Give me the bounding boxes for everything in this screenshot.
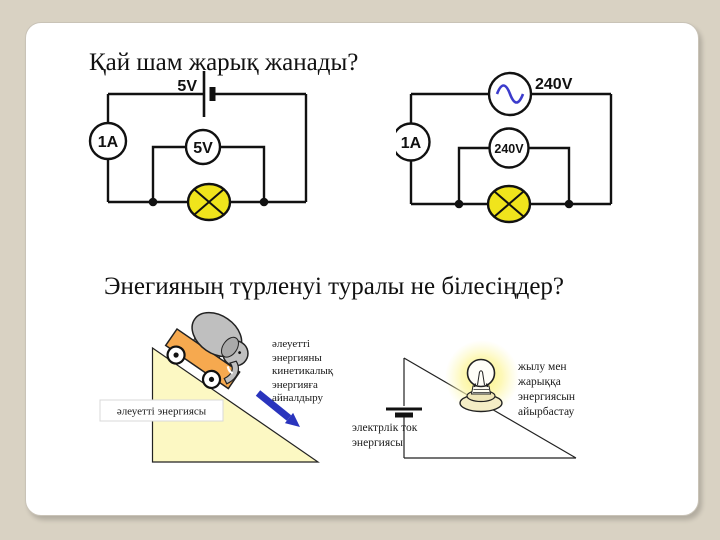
question-text: Энегияның түрленуі туралы не білесіңдер? xyxy=(104,273,565,300)
ammeter-gauge xyxy=(396,122,431,162)
slide-panel: Қай шам жарық жанады? 5V 1A 5V 240V 1A xyxy=(25,22,699,516)
incline-energy-diagram: әлеуетті энергиясы xyxy=(99,311,320,463)
dc-circuit-diagram: 5V 1A 5V xyxy=(88,71,308,222)
annotation-line: энергияны xyxy=(272,351,322,364)
junction-dot xyxy=(564,199,574,209)
battery-icon xyxy=(386,407,422,418)
slide-title: Қай шам жарық жанады? xyxy=(89,49,359,76)
voltmeter-branch-wire xyxy=(457,146,571,200)
elephant-cart-icon xyxy=(164,311,249,390)
heat-light-annotation: жылу мен жарыққа энергиясын айырбастау xyxy=(518,360,598,420)
voltmeter-gauge xyxy=(488,127,530,169)
annotation-line: энергиясы xyxy=(352,437,403,449)
annotation-line: әлеуетті xyxy=(272,338,310,350)
junction-dot xyxy=(259,197,269,207)
voltmeter-label: 240V xyxy=(494,142,524,156)
motion-arrow-icon xyxy=(255,390,300,427)
annotation-line: айырбастау xyxy=(518,406,575,418)
ammeter-gauge xyxy=(88,121,128,161)
annotation-line: электрлік ток xyxy=(352,422,418,434)
battery-voltage-label: 5V xyxy=(177,78,197,95)
annotation-line: жарыққа xyxy=(518,376,561,388)
electric-energy-label: электрлік ток энергиясы xyxy=(352,421,442,451)
lamp-icon xyxy=(486,184,532,224)
ac-source-icon xyxy=(487,71,533,117)
potential-energy-label: әлеуетті энергиясы xyxy=(117,406,207,418)
annotation-line: кинетикалық xyxy=(272,365,334,377)
ac-circuit-diagram: 240V 1A 240V xyxy=(396,71,613,224)
annotation-line: айналдыру xyxy=(272,392,323,404)
lamp-icon xyxy=(186,182,232,222)
potential-energy-label-box: әлеуетті энергиясы xyxy=(99,399,224,422)
annotation-line: энергияға xyxy=(272,378,318,391)
voltmeter-gauge xyxy=(184,128,222,166)
voltmeter-branch-wire xyxy=(151,145,266,199)
junction-dot xyxy=(148,197,158,207)
ammeter-label: 1A xyxy=(98,134,119,151)
sine-wave-icon xyxy=(495,84,525,104)
voltmeter-label: 5V xyxy=(193,140,213,157)
bulb-energy-diagram xyxy=(386,340,577,459)
ac-voltage-label: 240V xyxy=(535,76,573,93)
wire-path xyxy=(403,357,577,459)
junction-dot xyxy=(454,199,464,209)
annotation-line: жылу мен xyxy=(518,361,567,373)
ammeter-label: 1A xyxy=(401,135,422,152)
annotation-line: энергиясын xyxy=(518,391,576,403)
kinetic-energy-annotation: әлеуетті энергияны кинетикалық энергияға… xyxy=(272,338,344,406)
battery-icon xyxy=(202,71,216,117)
light-bulb-icon xyxy=(459,358,503,413)
